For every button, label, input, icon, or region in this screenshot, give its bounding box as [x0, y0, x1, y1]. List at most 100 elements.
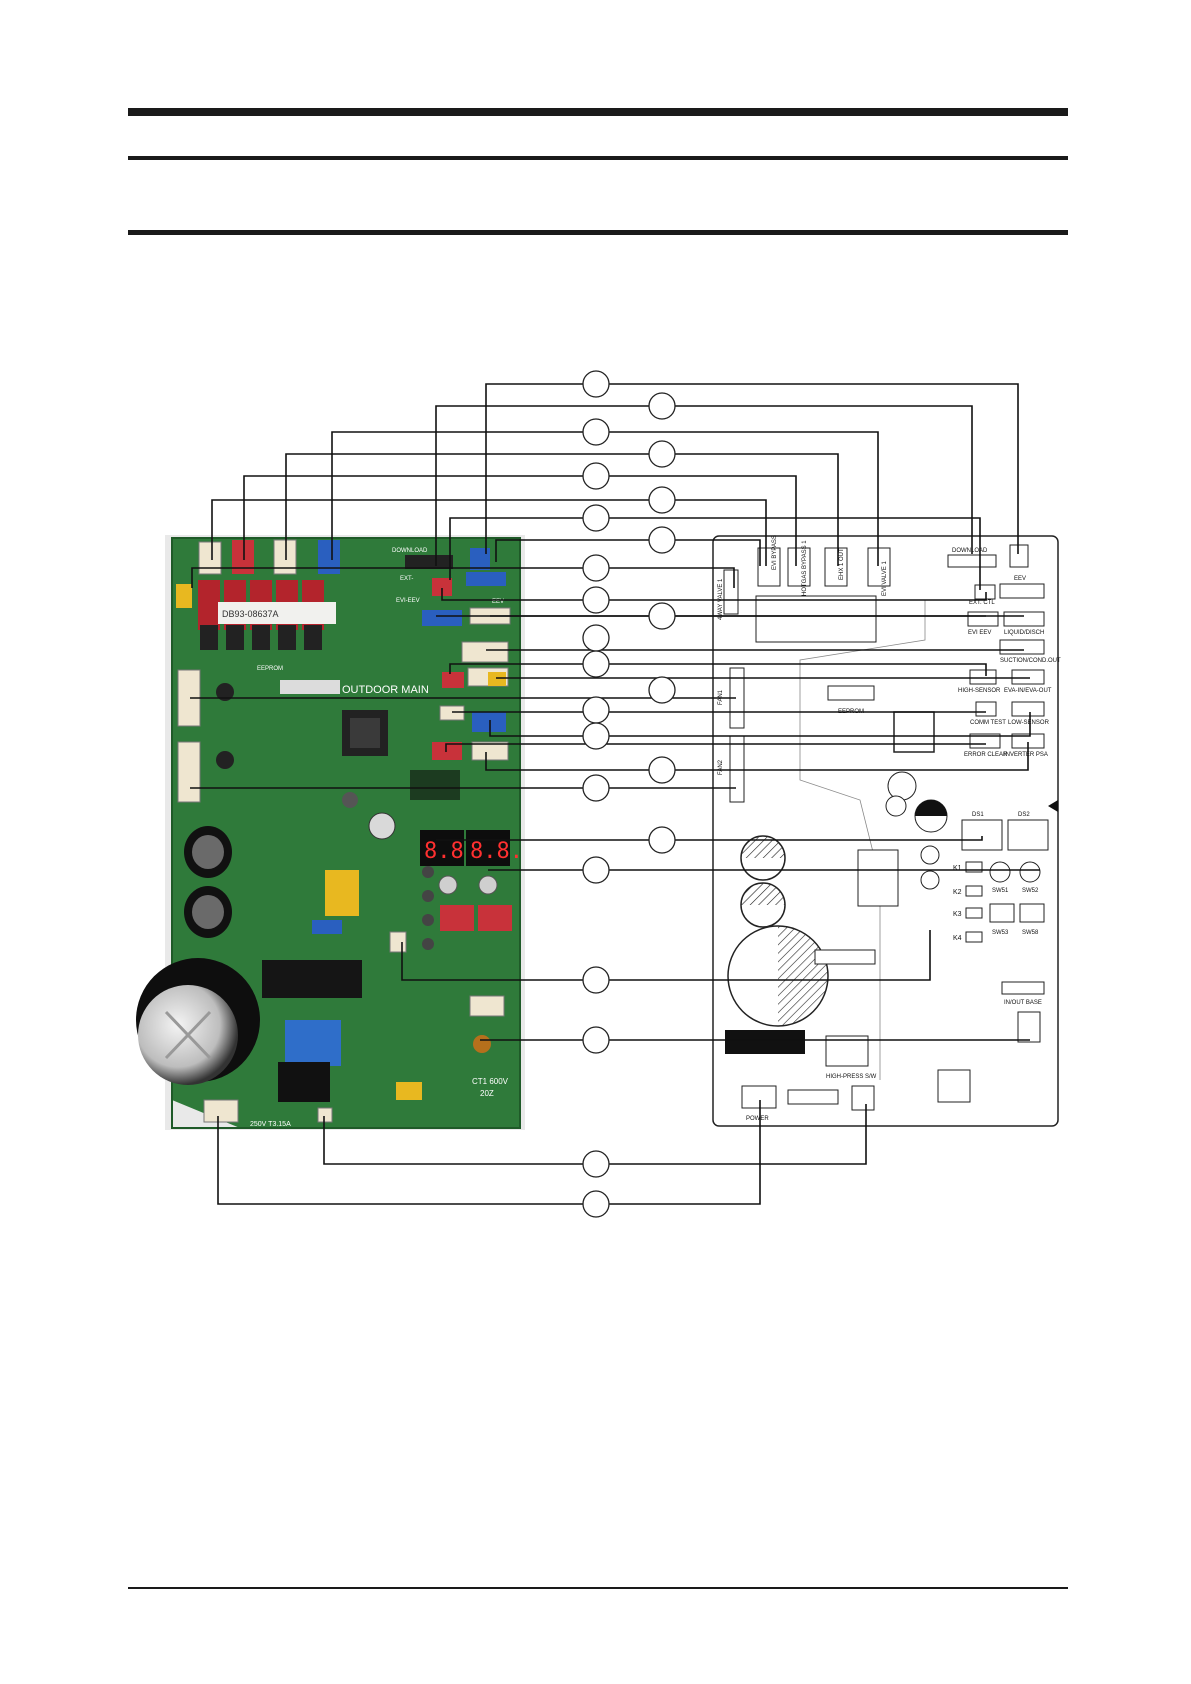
silk-download: DOWNLOAD [392, 548, 428, 554]
connector-hps-photo [317, 1107, 333, 1123]
sch-label-k4: K4 [953, 935, 962, 942]
silk-fuse-rating: 250V T3.15A [250, 1121, 291, 1128]
leader-20 [485, 742, 1029, 771]
sch-evi-valve-conn [867, 547, 891, 587]
leader-7 [449, 517, 981, 590]
sch-sw52 [1019, 861, 1041, 883]
tact-k4 [422, 938, 434, 950]
callout-3 [582, 418, 610, 446]
seven-seg-2 [466, 830, 510, 866]
sch-hotgas-bypass-conn [787, 547, 811, 587]
seven-seg-1 [420, 830, 464, 866]
sch-label-ds2: DS2 [1018, 812, 1030, 818]
callout-22 [582, 1026, 610, 1054]
sch-sw53 [989, 903, 1015, 923]
connector-blue-2 [470, 548, 490, 570]
callout-12 [582, 624, 610, 652]
leader-6 [211, 499, 767, 566]
callout-15 [582, 696, 610, 724]
sch-label-4way: 4WAY VALVE 1 [718, 578, 724, 620]
sch-relay-row [755, 595, 877, 643]
sch-liquid-disch-conn [1003, 611, 1045, 627]
leader-14 [449, 663, 987, 676]
callout-6 [648, 486, 676, 514]
sch-label-high-press: HIGH-PRESS S/W [826, 1074, 877, 1080]
sch-label-ehx-out: EHX 1 OUT [839, 548, 845, 580]
sch-mcu [893, 711, 935, 753]
callout-24 [582, 1190, 610, 1218]
silk-board-title: OUTDOOR MAIN [342, 684, 429, 696]
sch-heat-sink [725, 1030, 805, 1054]
sch-label-sw53: SW53 [992, 930, 1009, 936]
tact-k3 [422, 914, 434, 926]
sch-ds1 [961, 819, 1003, 851]
sch-label-sw51: SW51 [992, 888, 1009, 894]
sch-suction-cond-conn [999, 639, 1045, 655]
sch-label-high-sensor: HIGH-SENSOR [958, 688, 1001, 694]
callout-19 [648, 826, 676, 854]
sch-fan2-conn [729, 735, 745, 803]
leader-24 [401, 930, 931, 981]
silk-evi-eev: EVI-EEV [396, 598, 420, 604]
sch-eev-conn [999, 583, 1045, 599]
svg-text:8.8.: 8.8. [470, 839, 523, 864]
connector-cream-6 [439, 705, 465, 721]
sch-label-inverter-psa: INVERTER PSA [1004, 752, 1048, 758]
sch-relay-block [857, 849, 899, 907]
connector-cream-2 [273, 539, 297, 575]
part-sticker-text: DB93-08637A [222, 609, 279, 619]
callouts [582, 370, 676, 1218]
download-header [405, 555, 453, 569]
part-sticker [218, 602, 336, 624]
callout-16 [582, 722, 610, 750]
eeprom-header [280, 680, 340, 694]
board-photo: DB93-08637A DOWNLOAD EXT- EVI-EEV EEV EE… [136, 535, 525, 1130]
sch-high-press-coil [825, 1035, 869, 1067]
callout-20 [582, 856, 610, 884]
connector-red-2 [432, 578, 452, 596]
connector-cream-8 [389, 931, 407, 953]
header-rule-bottom [128, 230, 1068, 235]
leader-19 [445, 743, 986, 752]
sch-label-k1: K1 [953, 865, 962, 872]
footer-rule [128, 1587, 1068, 1589]
connector-blue-1 [318, 540, 340, 574]
sch-eev-conn-top [1009, 544, 1029, 568]
sch-label-low-sensor: LOW-SENSOR [1008, 720, 1050, 726]
connector-yellow-2 [488, 672, 506, 686]
transformer [325, 870, 359, 916]
sch-label-k3: K3 [953, 911, 962, 918]
sch-high-press-conn [851, 1085, 875, 1111]
tact-k2 [422, 890, 434, 902]
callout-10 [582, 586, 610, 614]
connector-cream-1 [198, 541, 222, 575]
sch-label-in-out-base: IN/OUT BASE [1004, 1000, 1042, 1006]
ct-coil [396, 1082, 422, 1100]
leader-22 [436, 836, 983, 841]
connector-red-3 [442, 672, 464, 688]
header-rule-thick [128, 108, 1068, 116]
sch-label-hotgas: HOTGAS BYPASS 1 [802, 540, 808, 596]
heat-sink-photo [262, 960, 362, 998]
tact-k1 [422, 866, 434, 878]
sch-label-evi-bypass: EVI BYPASS [772, 535, 778, 570]
callout-14 [648, 676, 676, 704]
dip-switch-2 [478, 905, 512, 931]
callout-18 [582, 774, 610, 802]
callout-11 [648, 602, 676, 630]
leader-5 [243, 475, 797, 566]
dip-switch-1 [440, 905, 474, 931]
silk-ext: EXT- [400, 576, 413, 582]
sch-power-conn [741, 1085, 777, 1109]
callout-2 [648, 392, 676, 420]
leader-2 [435, 405, 973, 566]
sch-label-liquid-disch: LIQUID/DISCH [1004, 630, 1044, 636]
sch-high-sensor-conn [969, 669, 997, 685]
sch-label-comm-test: COMM TEST [970, 720, 1006, 726]
capacitor-mid [368, 812, 396, 840]
sch-ehx-out-conn [824, 547, 848, 587]
leader-8 [495, 539, 761, 566]
sch-evi-bypass-conn [757, 547, 781, 587]
leader-27 [217, 1100, 761, 1205]
sch-eva-conn [1011, 669, 1045, 685]
